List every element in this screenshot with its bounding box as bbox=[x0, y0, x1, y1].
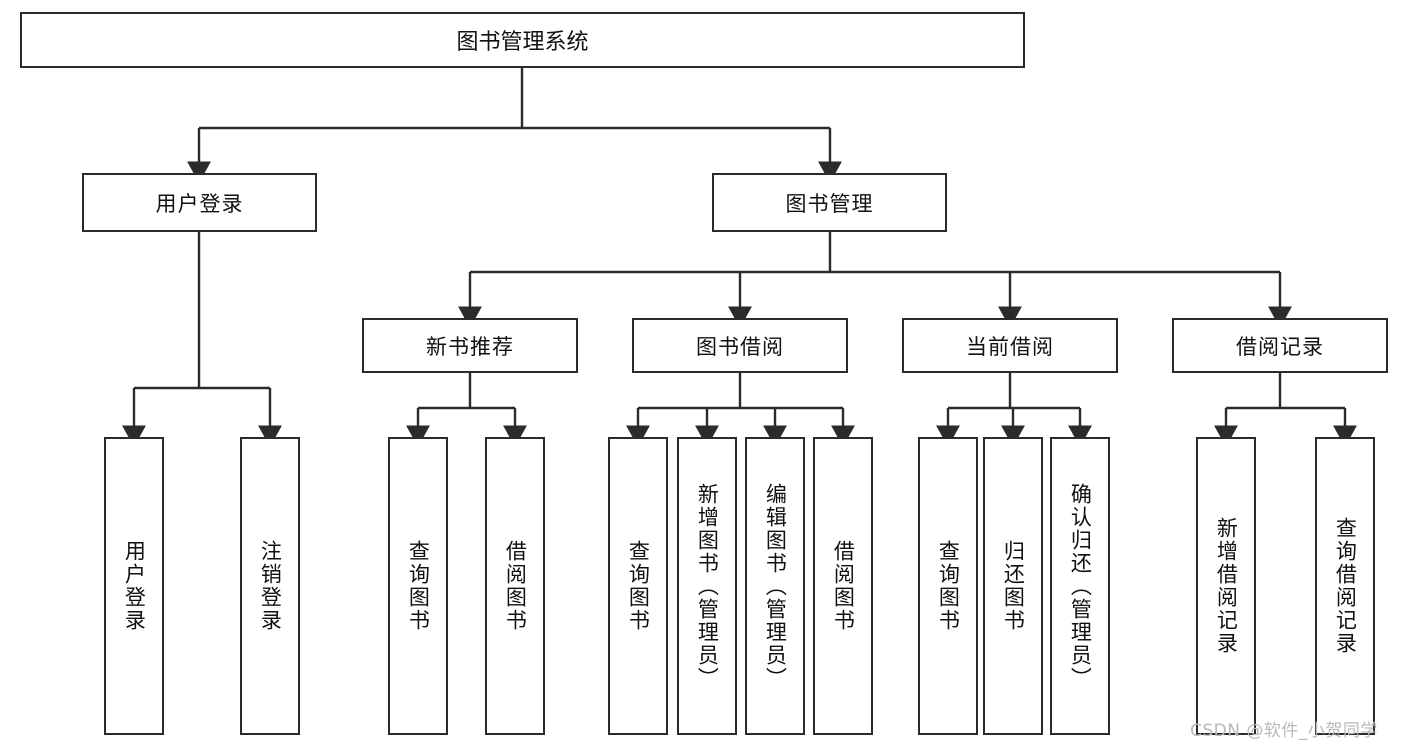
leaf-query-book-recommend[interactable]: 查询图书 bbox=[388, 437, 448, 735]
node-new-book-recommend[interactable]: 新书推荐 bbox=[362, 318, 578, 373]
node-root-label: 图书管理系统 bbox=[456, 30, 589, 55]
node-current-borrow-label: 当前借阅 bbox=[966, 334, 1054, 359]
leaf-label: 查询借阅记录 bbox=[1333, 517, 1358, 655]
leaf-return-book[interactable]: 归还图书 bbox=[983, 437, 1043, 735]
node-borrow-record[interactable]: 借阅记录 bbox=[1172, 318, 1388, 373]
leaf-add-book-admin[interactable]: 新增图书（管理员） bbox=[677, 437, 737, 735]
leaf-label: 借阅图书 bbox=[831, 540, 856, 632]
leaf-query-borrow-record[interactable]: 查询借阅记录 bbox=[1315, 437, 1375, 735]
node-book-management[interactable]: 图书管理 bbox=[712, 173, 947, 232]
leaf-user-login[interactable]: 用户登录 bbox=[104, 437, 164, 735]
leaf-borrow-book-recommend[interactable]: 借阅图书 bbox=[485, 437, 545, 735]
leaf-edit-book-admin[interactable]: 编辑图书（管理员） bbox=[745, 437, 805, 735]
watermark: CSDN @软件_小贺同学 bbox=[1190, 721, 1378, 741]
leaf-label: 注销登录 bbox=[258, 540, 283, 632]
leaf-add-borrow-record[interactable]: 新增借阅记录 bbox=[1196, 437, 1256, 735]
connector-group bbox=[122, 68, 1357, 447]
node-borrow-record-label: 借阅记录 bbox=[1236, 334, 1324, 359]
leaf-query-book-borrow[interactable]: 查询图书 bbox=[608, 437, 668, 735]
leaf-label: 编辑图书（管理员） bbox=[763, 482, 788, 690]
node-book-management-label: 图书管理 bbox=[785, 191, 874, 216]
leaf-label: 新增图书（管理员） bbox=[695, 482, 720, 690]
leaf-label: 归还图书 bbox=[1001, 540, 1026, 632]
leaf-borrow-book[interactable]: 借阅图书 bbox=[813, 437, 873, 735]
leaf-query-book-current[interactable]: 查询图书 bbox=[918, 437, 978, 735]
leaf-label: 查询图书 bbox=[936, 540, 961, 632]
leaf-label: 用户登录 bbox=[122, 540, 147, 632]
node-current-borrow[interactable]: 当前借阅 bbox=[902, 318, 1118, 373]
leaf-label: 确认归还（管理员） bbox=[1068, 482, 1093, 690]
leaf-user-logout[interactable]: 注销登录 bbox=[240, 437, 300, 735]
node-new-book-recommend-label: 新书推荐 bbox=[426, 334, 514, 359]
node-user-login-label: 用户登录 bbox=[155, 191, 244, 216]
leaf-label: 查询图书 bbox=[626, 540, 651, 632]
leaf-label: 查询图书 bbox=[406, 540, 431, 632]
node-book-borrow-label: 图书借阅 bbox=[696, 334, 784, 359]
leaf-label: 借阅图书 bbox=[503, 540, 528, 632]
node-root[interactable]: 图书管理系统 bbox=[20, 12, 1025, 68]
node-book-borrow[interactable]: 图书借阅 bbox=[632, 318, 848, 373]
leaf-confirm-return-admin[interactable]: 确认归还（管理员） bbox=[1050, 437, 1110, 735]
leaf-label: 新增借阅记录 bbox=[1214, 517, 1239, 655]
node-user-login[interactable]: 用户登录 bbox=[82, 173, 317, 232]
